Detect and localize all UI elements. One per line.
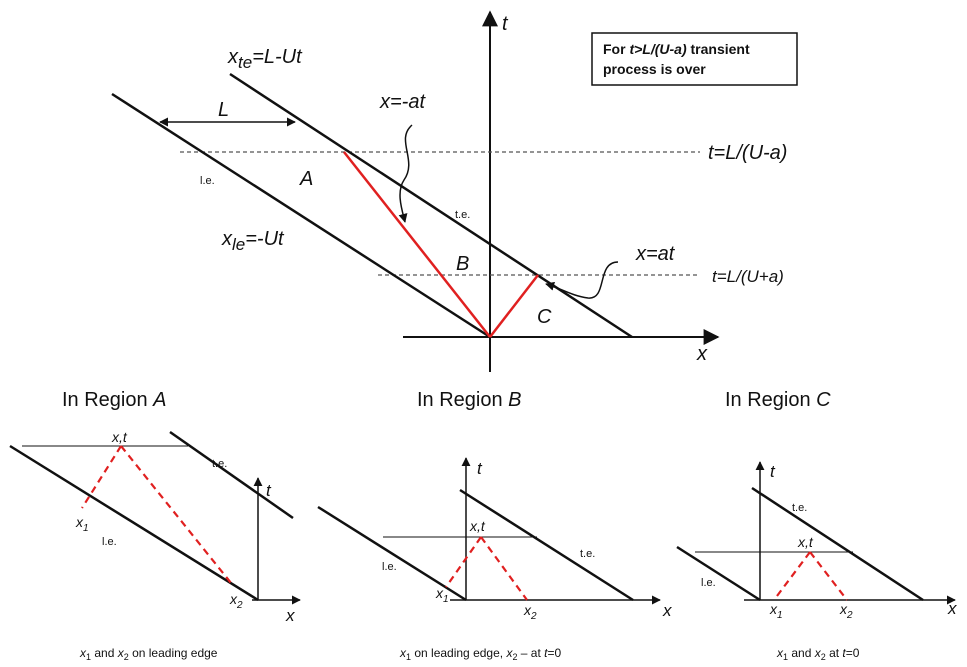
note-box	[591, 32, 798, 86]
panel-a-trailing-edge	[169, 430, 294, 520]
panel-c-point: x,t	[797, 534, 814, 550]
panel-b-point: x,t	[469, 518, 486, 534]
panel-c-caption: x1 and x2 at t=0	[776, 646, 860, 662]
panel-b-trailing-edge	[459, 488, 634, 602]
panel-c-trailing-edge	[751, 486, 924, 602]
panel-c-leading-edge	[676, 545, 761, 602]
note-line-1: For t>L/(U-a) transient	[603, 41, 750, 57]
leading-edge-line	[111, 92, 491, 339]
panel-a-char-left	[81, 445, 122, 509]
panel-b-char-right	[480, 536, 528, 601]
pointer-plus	[545, 261, 619, 299]
panel-b-caption: x1 on leading edge, x2 – at t=0	[399, 646, 561, 662]
panel-a-x-label: x	[285, 606, 295, 625]
panel-b-title: In Region B	[417, 389, 522, 411]
panel-region-c: In Region C x,t x1 x2 l.e. t.e. t x x1 a…	[676, 389, 957, 662]
pointer-minus	[398, 124, 413, 223]
upper-time-label: t=L/(U-a)	[708, 142, 787, 164]
panel-a-point: x,t	[111, 429, 128, 445]
panel-a-x1: x1	[75, 514, 89, 534]
panel-c-t-label: t	[770, 462, 776, 481]
panel-a-char-right	[120, 445, 232, 584]
panel-b-le-label: l.e.	[382, 561, 397, 573]
characteristic-plus	[489, 274, 539, 338]
panel-a-title: In Region A	[62, 389, 167, 411]
panel-a-leading-edge	[9, 444, 259, 602]
panel-a-te-label: t.e.	[212, 458, 227, 470]
panel-b-leading-edge	[317, 505, 467, 602]
region-c-label: C	[537, 306, 552, 328]
panel-b-x2: x2	[523, 602, 537, 622]
region-b-label: B	[456, 253, 469, 275]
panel-a-le-label: l.e.	[102, 536, 117, 548]
panel-b-x1: x1	[435, 585, 449, 605]
note-line-2: process is over	[603, 61, 706, 77]
characteristic-plus-label: x=at	[635, 243, 676, 265]
panel-b-char-left	[445, 536, 482, 588]
panel-c-x1: x1	[769, 601, 783, 621]
characteristic-minus-label: x=-at	[379, 91, 426, 113]
trailing-edge-equation: xte=L-Ut	[227, 46, 303, 72]
panel-b-te-label: t.e.	[580, 548, 595, 560]
chord-length-label: L	[218, 99, 229, 121]
panel-b-x-label: x	[662, 601, 672, 620]
main-diagram: t x t=L/(U-a) t=L/(U+a) L xte=L-Ut xle=-…	[111, 10, 798, 372]
panel-b-t-label: t	[477, 459, 483, 478]
panel-c-char-left	[773, 551, 811, 601]
panel-c-le-label: l.e.	[701, 577, 716, 589]
characteristic-minus	[343, 151, 491, 338]
trailing-edge-line	[229, 72, 633, 339]
t-axis-label: t	[502, 13, 509, 35]
lower-time-label: t=L/(U+a)	[712, 267, 784, 286]
panel-c-title: In Region C	[725, 389, 831, 411]
panel-c-x2: x2	[839, 601, 853, 621]
leading-edge-label: l.e.	[200, 175, 215, 187]
panel-c-x-label: x	[947, 599, 957, 618]
trailing-edge-label: t.e.	[455, 209, 470, 221]
x-axis-label: x	[696, 343, 708, 365]
region-a-label: A	[299, 168, 313, 190]
leading-edge-equation: xle=-Ut	[221, 228, 285, 254]
panel-c-te-label: t.e.	[792, 502, 807, 514]
panel-a-x2: x2	[229, 591, 243, 611]
panel-region-b: In Region B x,t x1 x2 l.e. t.e. t x x1 o…	[317, 389, 672, 662]
panel-a-t-label: t	[266, 481, 272, 500]
panel-region-a: In Region A x,t x1 x2 l.e. t.e. t x x1 a…	[9, 389, 301, 662]
panel-c-char-right	[809, 551, 848, 601]
panel-a-caption: x1 and x2 on leading edge	[79, 646, 218, 662]
